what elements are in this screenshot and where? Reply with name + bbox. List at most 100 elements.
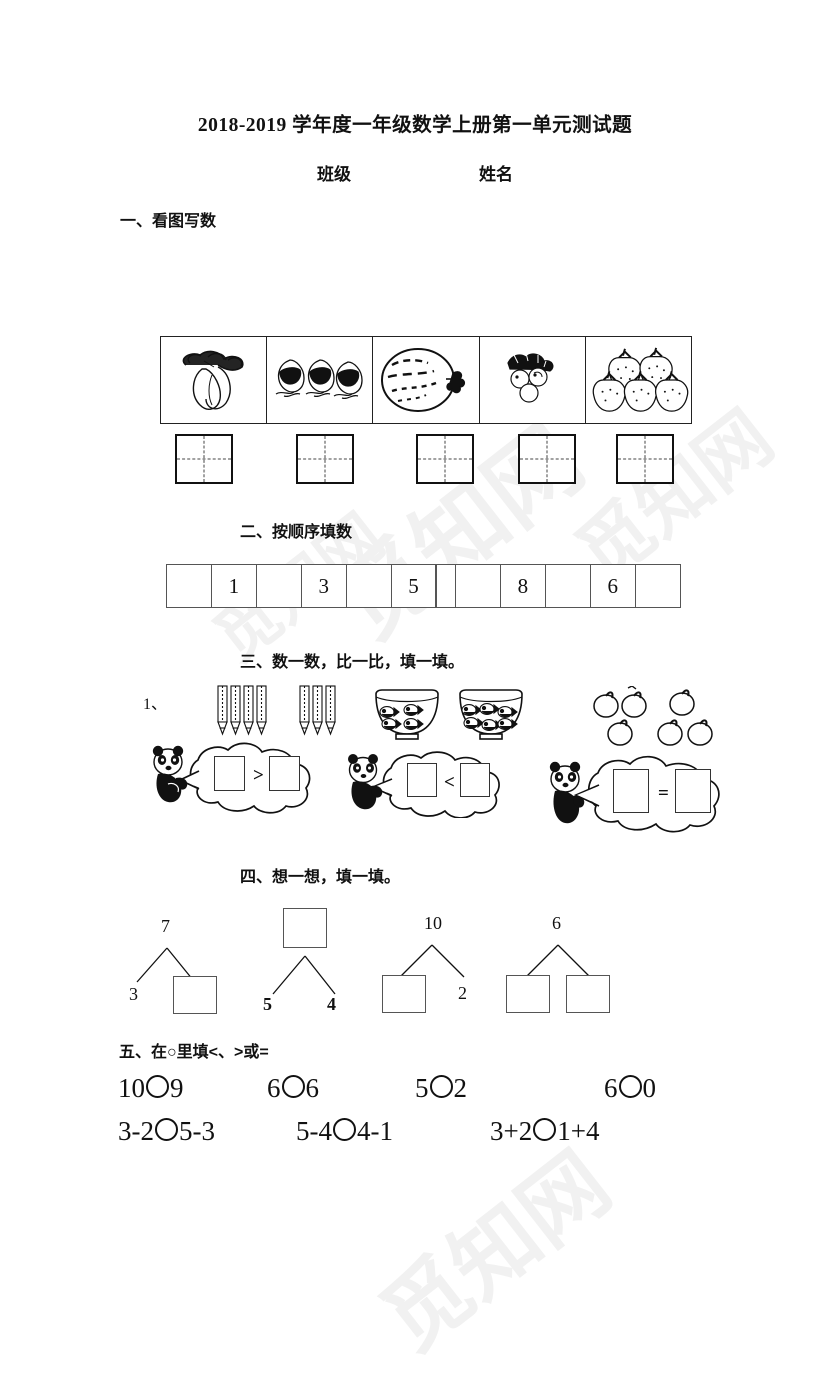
answer-box-row [160,434,690,484]
bond-branches [399,944,465,978]
section-5-heading: 五、在○里填<、>或= [119,1044,269,1061]
answer-box-left[interactable] [407,763,437,797]
answer-box-left[interactable] [214,756,245,791]
bond-top-value: 7 [161,916,170,936]
bond-branches [272,955,336,995]
tianzige-answer-box-5[interactable] [616,434,674,484]
number-cell[interactable] [544,564,591,608]
compare-left: 3-2 [118,1116,154,1146]
watermark-text: 觅知网 [365,1134,628,1370]
answer-circle[interactable] [429,1075,453,1098]
tianzige-answer-box-2[interactable] [296,434,354,484]
section-1-heading: 一、看图写数 [120,213,217,230]
number-bond-2: 5 4 [255,908,365,1014]
answer-circle[interactable] [333,1118,356,1141]
mango-pair-icon [182,350,244,410]
answer-circle[interactable] [533,1118,557,1141]
compare-left: 5 [415,1073,429,1103]
number-cell[interactable]: 6 [589,564,636,608]
tianzige-answer-box-4[interactable] [518,434,576,484]
fishbowl-icon [375,689,523,740]
section-4-heading: 四、想一想，填一填。 [240,869,401,886]
pencils-group [216,684,366,745]
strawberry-five-icon [592,347,689,412]
number-cell[interactable]: 8 [499,564,546,608]
section-2-heading: 二、按顺序填数 [240,524,353,541]
bond-top-value: 6 [552,913,561,933]
tianzige-answer-box-3[interactable] [416,434,474,484]
number-cell[interactable] [455,564,501,608]
number-cell[interactable] [255,564,302,608]
comparison-bubble-3: = [548,753,738,840]
bond-left-value: 5 [263,994,272,1014]
compare-right: 5-3 [179,1116,215,1146]
compare-left: 5-4 [296,1116,332,1146]
compare-expression[interactable]: 3-2 5-3 [118,1116,215,1147]
compare-right: 6 [305,1073,320,1103]
worksheet-page: 觅知网 觅知网 觅知网 觅知网 2018-2019 学年度一年级数学上册第一单元… [0,108,830,1369]
picture-strip [160,336,692,424]
lychee-three-icon [275,359,363,400]
bond-right-box[interactable] [566,975,610,1013]
answer-box-left[interactable] [613,769,649,813]
bond-branches [136,947,194,983]
panda-icon [549,761,585,824]
bond-top-value: 10 [424,913,442,933]
bond-left-value: 3 [129,984,138,1004]
comparison-operator: < [444,772,455,793]
comparison-bubble-1: > [152,738,337,819]
answer-box-right[interactable] [269,756,300,791]
comparison-operator: = [658,783,669,804]
bond-top-box[interactable] [283,908,327,948]
section-3-item-number: 1、 [143,696,168,713]
number-sequence-strip-b: 8 6 [455,564,681,608]
compare-right: 9 [170,1073,184,1103]
page-title: 2018-2019 学年度一年级数学上册第一单元测试题 [197,115,633,136]
pencils-icon [217,685,336,736]
answer-circle[interactable] [146,1075,169,1098]
picture-cell-1 [161,337,268,423]
number-cell[interactable] [166,564,212,608]
number-bond-4: 6 [500,913,630,1013]
answer-circle[interactable] [281,1075,305,1098]
bond-left-box[interactable] [506,975,550,1013]
bond-right-box[interactable] [173,976,217,1014]
picture-cell-4 [480,337,586,423]
name-label: 姓名 [479,165,513,184]
number-cell[interactable]: 5 [390,564,437,608]
oranges-icon [593,685,713,746]
answer-circle[interactable] [155,1118,178,1141]
answer-circle[interactable] [618,1075,642,1098]
tianzige-answer-box-1[interactable] [175,434,233,484]
number-bond-3: 10 2 [380,913,500,1013]
compare-right: 2 [453,1073,468,1103]
comparison-bubble-2: < [347,746,519,823]
grapes-icon [507,352,554,403]
number-cell[interactable] [345,564,392,608]
answer-box-right[interactable] [460,763,490,797]
compare-right: 1+4 [557,1116,600,1146]
number-cell[interactable] [634,564,681,608]
bond-right-value: 4 [327,994,336,1014]
number-sequence-strip-a: 1 3 5 [166,564,482,608]
answer-box-right[interactable] [675,769,711,813]
bond-left-box[interactable] [382,975,426,1013]
fishbowls-group [370,684,530,751]
class-label: 班级 [317,165,351,184]
compare-left: 3+2 [490,1116,533,1146]
compare-left: 6 [267,1073,281,1103]
compare-expression[interactable]: 5-4 4-1 [296,1116,393,1147]
number-cell[interactable]: 3 [300,564,347,608]
watermelon-icon [381,348,466,412]
number-cell[interactable]: 1 [210,564,257,608]
picture-cell-2 [267,337,374,423]
compare-expression[interactable]: 3+2 1+4 [490,1116,599,1147]
compare-right: 4-1 [357,1116,393,1146]
picture-cell-5 [586,337,691,423]
bond-branches [525,944,591,978]
oranges-group [592,685,720,759]
